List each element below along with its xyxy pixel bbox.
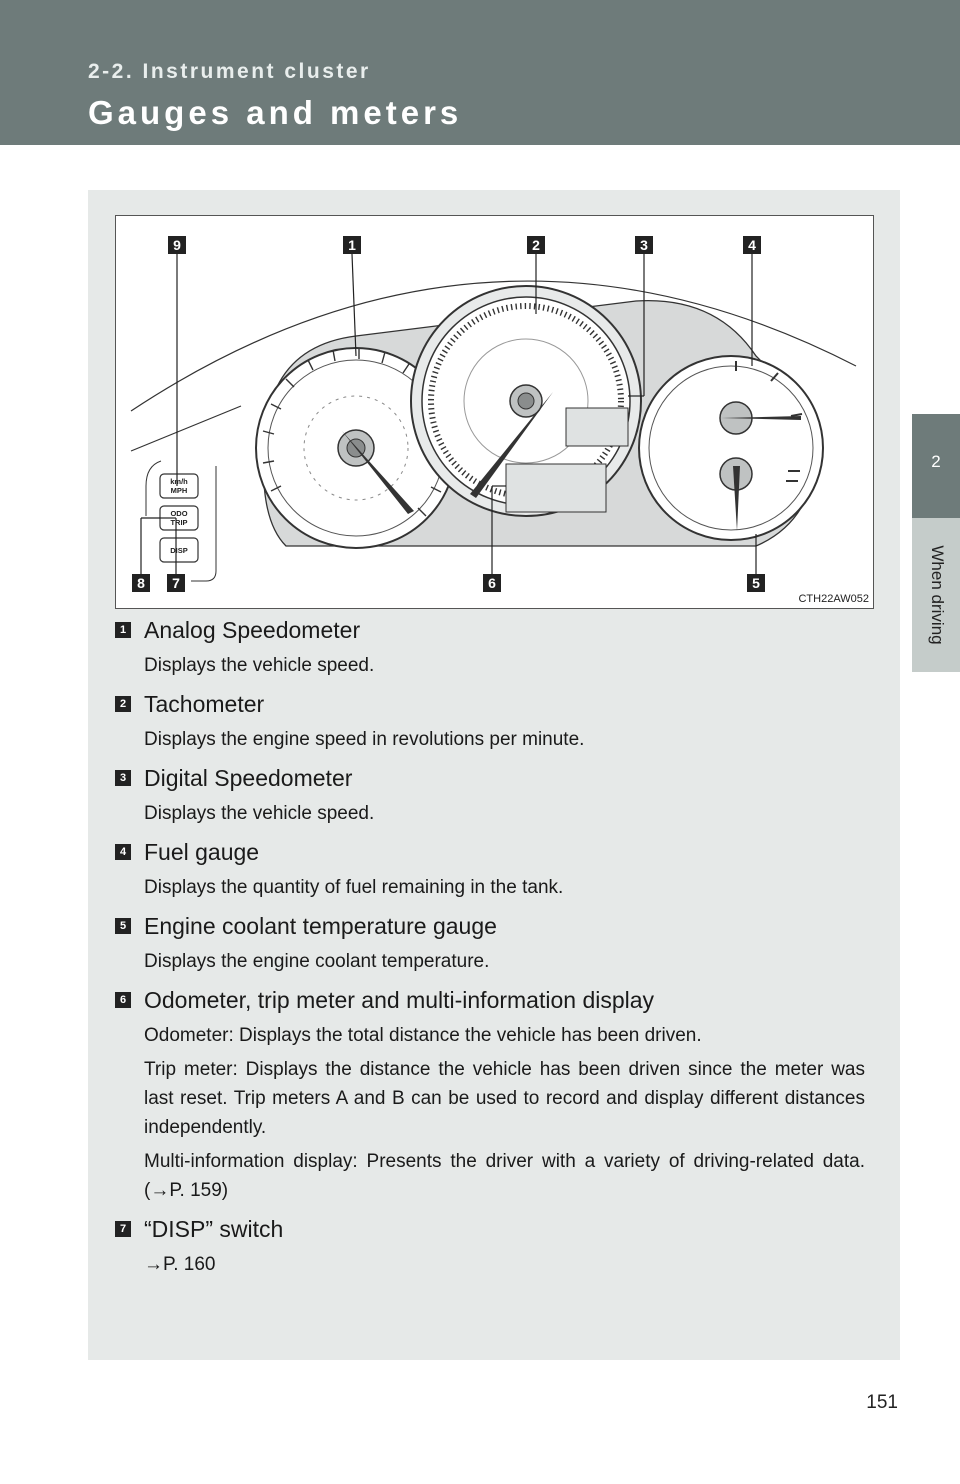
item-desc: Multi-information display: Presents the … xyxy=(144,1151,865,1201)
svg-text:3: 3 xyxy=(640,237,648,253)
callout-7: 7 xyxy=(167,574,185,592)
callout-5: 5 xyxy=(747,574,765,592)
page-number: 151 xyxy=(866,1392,898,1413)
item-title: Fuel gauge xyxy=(144,839,260,865)
item-marker: 4 xyxy=(115,844,131,860)
svg-text:TRIP: TRIP xyxy=(170,518,187,527)
item-title: Odometer, trip meter and multi-informati… xyxy=(144,987,655,1013)
chapter-number: 2 xyxy=(931,452,941,471)
svg-text:9: 9 xyxy=(173,237,181,253)
callout-1: 1 xyxy=(343,236,361,254)
list-item: 4 Fuel gauge Displays the quantity of fu… xyxy=(115,836,865,902)
chapter-tab-label-bg xyxy=(912,518,960,672)
callout-2: 2 xyxy=(527,236,545,254)
instrument-cluster-figure: km/h MPH ODO TRIP DISP 9 1 2 3 4 8 7 6 xyxy=(115,215,874,609)
item-title: Engine coolant temperature gauge xyxy=(144,913,497,939)
list-item: 5 Engine coolant temperature gauge Displ… xyxy=(115,910,865,976)
chapter-label: When driving xyxy=(928,545,947,645)
item-desc: Displays the vehicle speed. xyxy=(144,803,375,824)
list-item: 2 Tachometer Displays the engine speed i… xyxy=(115,688,865,754)
page-title: Gauges and meters xyxy=(88,94,463,131)
instrument-cluster-illustration: km/h MPH ODO TRIP DISP 9 1 2 3 4 8 7 6 xyxy=(130,236,857,592)
page-header xyxy=(0,0,960,145)
item-marker: 1 xyxy=(115,622,131,638)
callout-3: 3 xyxy=(635,236,653,254)
item-desc: Trip meter: Displays the distance the ve… xyxy=(144,1059,865,1138)
item-marker: 6 xyxy=(115,992,131,1008)
item-marker: 2 xyxy=(115,696,131,712)
svg-text:2: 2 xyxy=(532,237,540,253)
svg-text:7: 7 xyxy=(172,575,180,591)
list-item: 1 Analog Speedometer Displays the vehicl… xyxy=(115,614,865,680)
item-title: Analog Speedometer xyxy=(144,617,361,643)
svg-text:6: 6 xyxy=(488,575,496,591)
svg-text:ODO: ODO xyxy=(170,509,187,518)
svg-text:DISP: DISP xyxy=(170,546,188,555)
item-title: Digital Speedometer xyxy=(144,765,353,791)
svg-text:km/h: km/h xyxy=(170,477,188,486)
callout-9: 9 xyxy=(168,236,186,254)
item-desc: →P. 160 xyxy=(144,1254,216,1275)
callout-6: 6 xyxy=(483,574,501,592)
item-list: 1 Analog Speedometer Displays the vehicl… xyxy=(115,614,865,1287)
chapter-tab xyxy=(912,414,960,518)
svg-text:8: 8 xyxy=(137,575,145,591)
list-item: 6 Odometer, trip meter and multi-informa… xyxy=(115,984,865,1205)
item-marker: 3 xyxy=(115,770,131,786)
callout-8: 8 xyxy=(132,574,150,592)
item-marker: 5 xyxy=(115,918,131,934)
svg-text:1: 1 xyxy=(348,237,356,253)
list-item: 3 Digital Speedometer Displays the vehic… xyxy=(115,762,865,828)
svg-text:5: 5 xyxy=(752,575,760,591)
item-desc: Odometer: Displays the total distance th… xyxy=(144,1025,702,1046)
item-desc: Displays the engine speed in revolutions… xyxy=(144,729,585,750)
figure-code: CTH22AW052 xyxy=(798,593,869,605)
item-desc: Displays the engine coolant temperature. xyxy=(144,951,490,972)
buttons-group: km/h MPH ODO TRIP DISP xyxy=(159,473,199,563)
section-label: 2-2. Instrument cluster xyxy=(88,60,371,83)
item-title: Tachometer xyxy=(144,691,265,717)
list-item: 7 “DISP” switch →P. 160 xyxy=(115,1213,865,1279)
item-title: “DISP” switch xyxy=(144,1216,284,1242)
callout-4: 4 xyxy=(743,236,761,254)
item-desc: Displays the quantity of fuel remaining … xyxy=(144,877,564,898)
item-desc: Displays the vehicle speed. xyxy=(144,655,375,676)
item-marker: 7 xyxy=(115,1221,131,1237)
svg-text:4: 4 xyxy=(748,237,756,253)
svg-text:MPH: MPH xyxy=(171,486,188,495)
